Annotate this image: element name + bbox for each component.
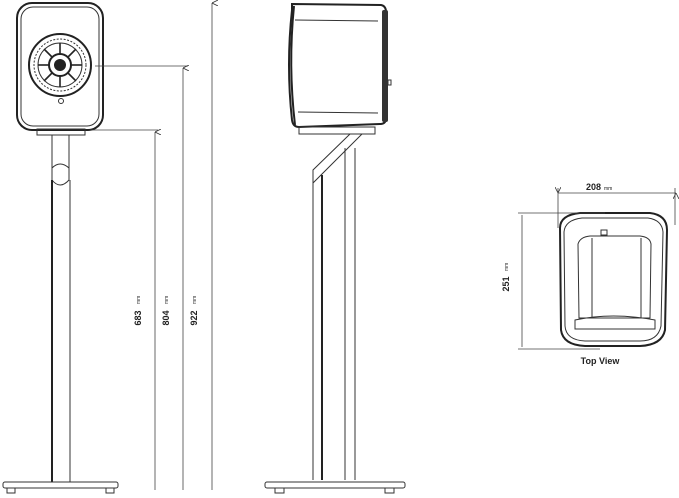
top-view bbox=[518, 188, 676, 350]
svg-text:251: 251 bbox=[501, 276, 511, 291]
svg-text:mm: mm bbox=[504, 263, 510, 271]
dimension-804: 804 mm bbox=[161, 296, 171, 326]
svg-text:mm: mm bbox=[192, 296, 198, 304]
driver-icon bbox=[28, 33, 92, 97]
svg-text:mm: mm bbox=[604, 186, 612, 192]
height-dimension-lines bbox=[90, 3, 212, 490]
front-view bbox=[2, 2, 119, 494]
dimension-922: 922 mm bbox=[189, 296, 199, 326]
top-view-label: Top View bbox=[581, 356, 621, 366]
svg-text:922: 922 bbox=[189, 310, 199, 325]
svg-text:804: 804 bbox=[161, 310, 171, 325]
svg-text:683: 683 bbox=[133, 310, 143, 325]
svg-text:208: 208 bbox=[586, 182, 601, 192]
dimension-683: 683 mm bbox=[133, 296, 143, 326]
side-view bbox=[264, 2, 406, 494]
svg-text:mm: mm bbox=[164, 296, 170, 304]
dimension-208: 208 mm bbox=[586, 182, 612, 192]
svg-text:mm: mm bbox=[136, 296, 142, 304]
dimension-251: 251 mm bbox=[501, 263, 511, 292]
